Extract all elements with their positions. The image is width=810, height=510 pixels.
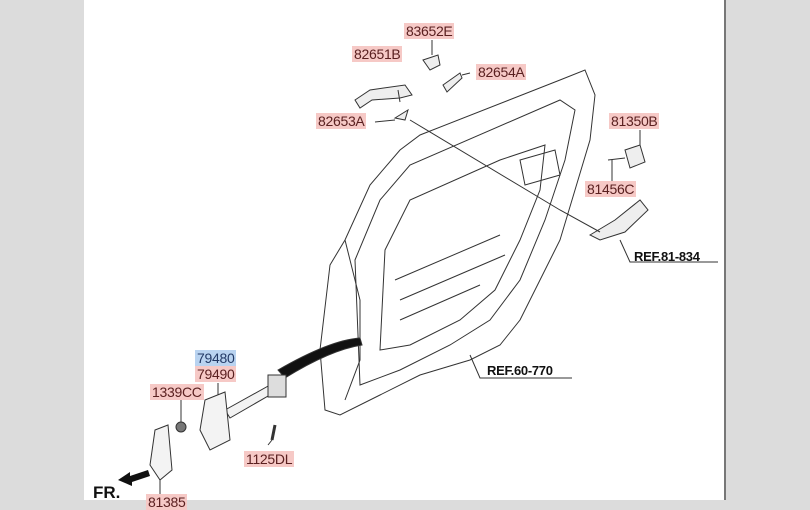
part-label-82654A[interactable]: 82654A	[476, 64, 527, 80]
part-label-82653A[interactable]: 82653A	[316, 113, 367, 129]
part-label-1125DL[interactable]: 1125DL	[244, 451, 295, 467]
part-label-81456C[interactable]: 81456C	[585, 181, 637, 197]
ref-label-60-770[interactable]: REF.60-770	[487, 363, 553, 378]
part-label-1339CC[interactable]: 1339CC	[150, 384, 204, 400]
door-check-arrow	[277, 337, 363, 379]
part-label-83652E[interactable]: 83652E	[404, 23, 455, 39]
part-label-79490[interactable]: 79490	[195, 366, 237, 382]
part-label-82651B[interactable]: 82651B	[352, 46, 403, 62]
parts-diagram-sheet	[84, 0, 726, 500]
door-frame	[319, 69, 596, 416]
part-label-81350B[interactable]: 81350B	[609, 113, 660, 129]
front-arrow-icon	[118, 470, 150, 486]
part-label-81385[interactable]: 81385	[146, 494, 188, 510]
outside-handle	[354, 84, 413, 109]
door-check-bracket	[199, 391, 231, 451]
door-assembly-drawing	[118, 40, 718, 495]
latch	[588, 199, 649, 241]
ref-label-81-834[interactable]: REF.81-834	[634, 249, 700, 264]
part-label-79480[interactable]: 79480	[195, 350, 237, 366]
front-direction-label: FR.	[93, 483, 121, 502]
